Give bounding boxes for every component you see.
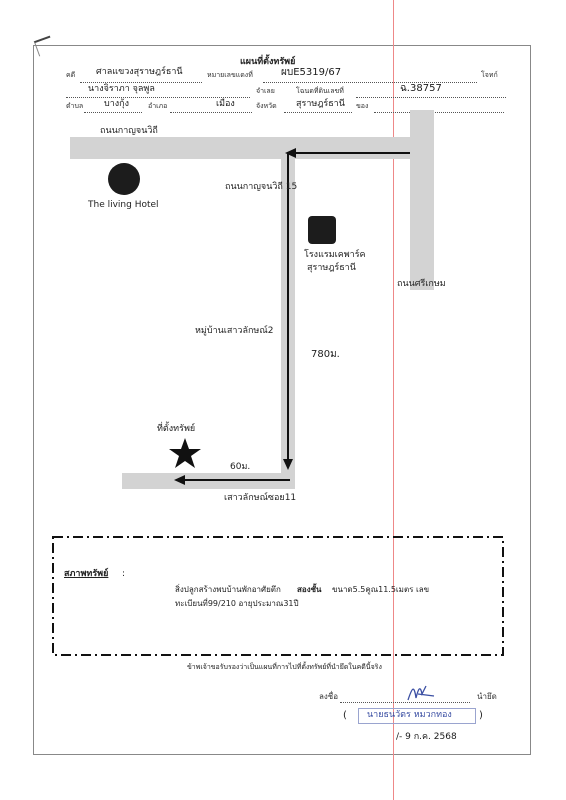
property-colon: :: [122, 569, 126, 579]
defendant-value: นางจิราภา จุลพูล: [88, 84, 155, 94]
owner-label: ของ: [356, 102, 369, 110]
label-hotel-right-2: สุราษฎร์ธานี: [307, 263, 356, 273]
hotel-left-marker: [108, 163, 140, 195]
label-road-top: ถนนกาญจนวิถี: [100, 126, 158, 136]
road-sri-kasem: [410, 110, 434, 290]
owner-underline: [374, 112, 504, 113]
label-road-right: ถนนศรีเกษม: [397, 279, 446, 289]
case-no-underline: [263, 82, 477, 83]
signer-name: นายธนวัตร หมวกทอง: [367, 710, 452, 720]
province-underline: [284, 112, 352, 113]
black-no-label: หมายเลขแดงที่: [207, 71, 253, 79]
name-stamp: [358, 708, 476, 724]
title-deed-label: โฉนดที่ดินเลขที่: [296, 87, 344, 95]
district-value: เมือง: [216, 99, 235, 109]
margin-line: [393, 0, 394, 800]
open-paren: (: [343, 710, 347, 721]
district-underline: [170, 112, 252, 113]
subdistrict-value: บางกุ้ง: [104, 99, 130, 109]
page-frame: [33, 45, 531, 755]
subdistrict-underline: [84, 112, 142, 113]
label-hotel-left: The living Hotel: [88, 200, 159, 210]
plaintiff-label: โจทก์: [481, 71, 498, 79]
property-desc-1a: สิ่งปลูกสร้างพบบ้านพักอาศัยตึก: [175, 585, 281, 594]
label-village: หมู่บ้านเสาวลักษณ์2: [195, 326, 274, 336]
label-property: ที่ตั้งทรัพย์: [157, 424, 196, 434]
defendant-label: จำเลย: [256, 87, 275, 95]
hotel-right-marker: [308, 216, 336, 244]
case-no-value: ผบE5319/67: [281, 67, 342, 78]
province-label: จังหวัด: [256, 102, 277, 110]
property-desc-2: ทะเบียนที่99/210 อายุประมาณ31ปี: [175, 599, 299, 608]
court-underline: [80, 82, 202, 83]
title-deed-value: ฉ.38757: [400, 83, 442, 94]
star-icon: [169, 438, 201, 468]
seizer-label: นำยึด: [477, 692, 497, 701]
signature-line: [340, 702, 470, 703]
label-soi-bottom: เสาวลักษณ์ซอย11: [224, 493, 297, 503]
subdistrict-label: ตำบล: [66, 102, 84, 110]
province-value: สุราษฎร์ธานี: [296, 99, 345, 109]
court-value: ศาลแขวงสุราษฎร์ธานี: [96, 67, 183, 77]
label-hotel-right-1: โรงแรมเคพาร์ค: [304, 250, 366, 260]
property-heading: สภาพทรัพย์: [64, 569, 109, 579]
property-box: [52, 536, 504, 656]
page-title: แผนที่ตั้งทรัพย์: [240, 57, 296, 67]
label-distance-long: 780ม.: [311, 349, 340, 360]
defendant-underline: [66, 97, 250, 98]
certify-text: ข้าพเจ้าขอรับรองว่าเป็นแผนที่การไปที่ตั้…: [187, 663, 382, 671]
property-desc-1c: ขนาด5.5คูณ11.5เมตร เลข: [332, 585, 430, 594]
label-road-soi15: ถนนกาญจนวิถี 15: [225, 182, 298, 192]
case-label: คดี: [66, 71, 76, 79]
close-paren: ): [479, 710, 483, 721]
district-label: อำเภอ: [148, 102, 168, 110]
sign-date: /- 9 ก.ค. 2568: [396, 732, 457, 742]
property-desc-1b: สองชั้น: [297, 585, 322, 594]
title-deed-underline: [356, 97, 506, 98]
signature-image: [407, 685, 435, 701]
sign-label: ลงชื่อ: [319, 692, 339, 701]
label-distance-short: 60ม.: [230, 462, 251, 472]
